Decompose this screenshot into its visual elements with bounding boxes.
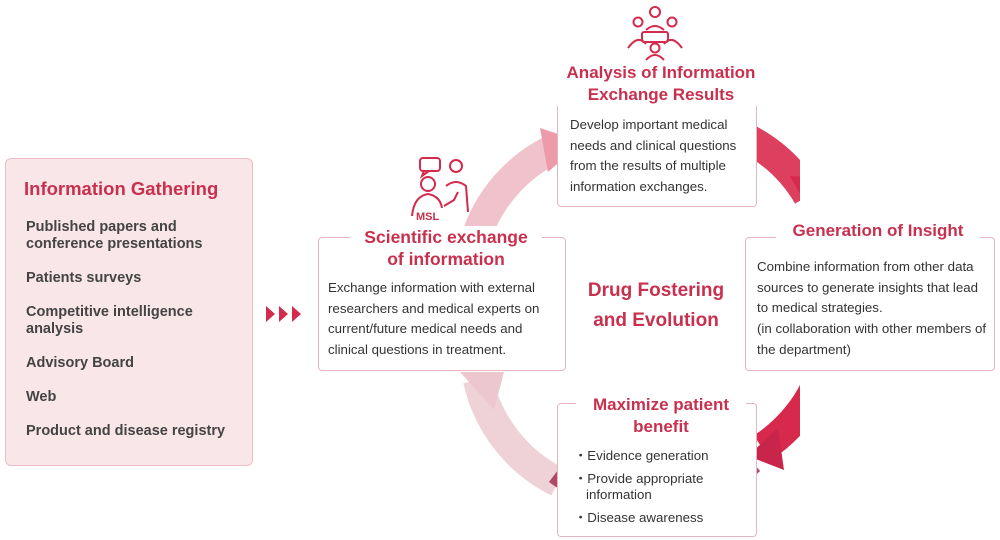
scientific-exchange-text: Exchange information with external resea…	[328, 280, 540, 357]
insight-note: (in collaboration with other members of …	[757, 321, 987, 357]
scientific-exchange-title-line1: Scientific exchange	[364, 227, 528, 247]
insight-box: Combine information from other data sour…	[745, 237, 995, 371]
arc-top-right	[742, 126, 800, 204]
arrowhead-right	[748, 428, 784, 470]
patient-benefit-item: Disease awareness	[568, 510, 754, 526]
gathering-item: Product and disease registry	[26, 423, 226, 439]
meeting-icon	[627, 6, 683, 61]
arrowhead-top-right	[790, 176, 800, 195]
msl-badge: MSL	[416, 211, 440, 223]
msl-icon: MSL	[411, 157, 469, 223]
center-label-line2: and Evolution	[593, 310, 719, 331]
gathering-item: Published papers and conference presenta…	[26, 219, 203, 252]
center-label-line1: Drug Fostering	[587, 280, 725, 301]
insight-title: Generation of Insight	[776, 220, 980, 242]
information-gathering-title: Information Gathering	[24, 178, 219, 199]
center-label: Drug Fostering and Evolution	[556, 276, 756, 336]
analysis-title-line2: Exchange Results	[587, 85, 735, 104]
patient-benefit-title-line2: benefit	[633, 417, 689, 436]
arrowhead-bottom	[460, 372, 504, 410]
arc-right	[753, 384, 800, 461]
information-gathering-list: Published papers and conference presenta…	[26, 219, 248, 457]
insight-text: Combine information from other data sour…	[757, 259, 979, 315]
patient-benefit-item: Evidence generation	[568, 448, 754, 464]
analysis-title: Analysis of Information Exchange Results	[546, 62, 776, 106]
patient-benefit-item: Provide appropriate information	[568, 471, 754, 503]
flow-arrows-icon	[266, 306, 301, 322]
gathering-item: Patients surveys	[26, 270, 142, 286]
analysis-title-line1: Analysis of Information	[566, 63, 756, 82]
patient-benefit-list: Evidence generation Provide appropriate …	[568, 448, 754, 533]
information-gathering-panel: Information Gathering Published papers a…	[5, 158, 253, 466]
patient-benefit-title-line1: Maximize patient	[592, 395, 730, 414]
patient-benefit-title: Maximize patient benefit	[576, 394, 746, 438]
gathering-item: Advisory Board	[26, 355, 134, 371]
scientific-exchange-title: Scientific exchange of information	[350, 226, 542, 270]
scientific-exchange-title-line2: of information	[387, 249, 505, 269]
gathering-item: Competitive intelligence analysis	[26, 304, 193, 337]
analysis-text: Develop important medical needs and clin…	[570, 117, 737, 194]
gathering-item: Web	[26, 389, 57, 405]
